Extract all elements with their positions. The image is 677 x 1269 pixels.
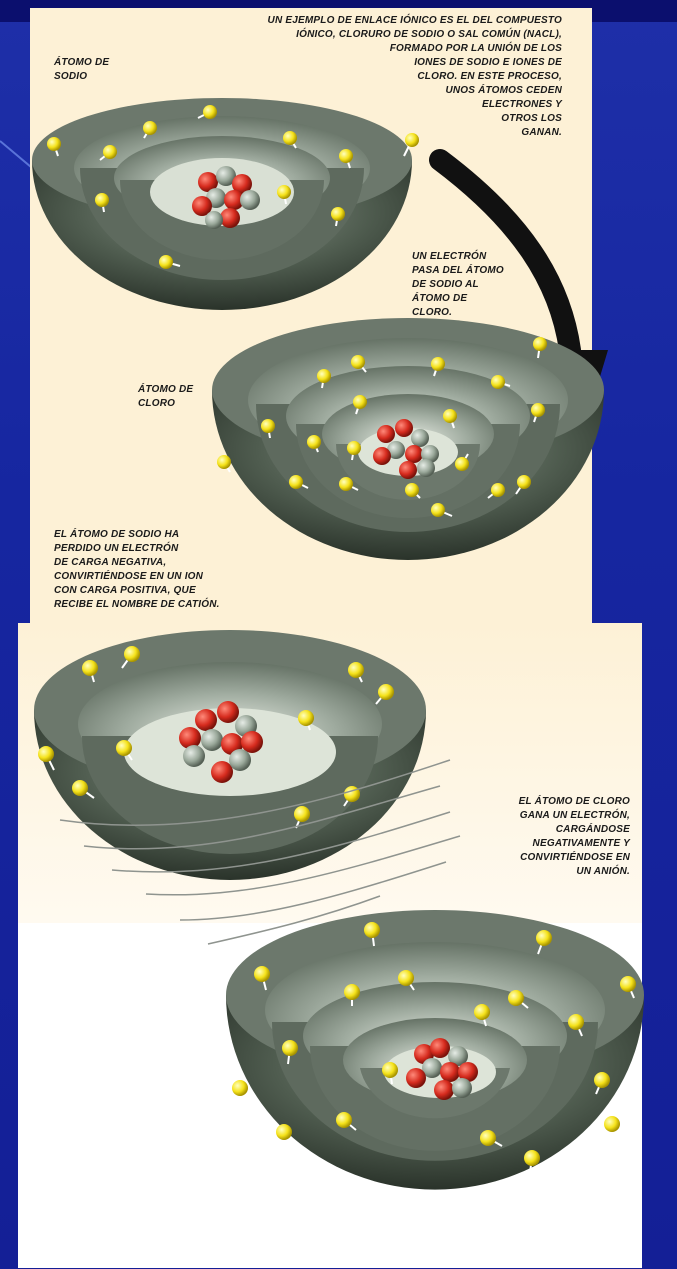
intro-line: unos átomos ceden (170, 84, 562, 98)
intro-line: iones de sodio e iones de (170, 56, 562, 70)
chlorine-anion (226, 910, 644, 1190)
cation-line: recibe el nombre de catión. (54, 598, 314, 612)
intro-line: formado por la unión de los (170, 42, 562, 56)
chlorine-label-line: Átomo de (138, 383, 238, 397)
cation-line: de carga negativa, (54, 556, 314, 570)
anion-line: convirtiéndose en (430, 851, 630, 865)
sodium-atom-label: Átomo de sodio (54, 56, 174, 84)
electron-transfer-caption: Un electrón pasa del átomo de sodio al á… (412, 250, 552, 320)
chlorine-label-line: cloro (138, 397, 238, 411)
intro-line: otros los (170, 112, 562, 126)
intro-caption: Un ejemplo de enlace iónico es el del co… (170, 14, 562, 140)
intro-line: iónico, cloruro de sodio o sal común (Na… (170, 28, 562, 42)
sodium-cation (34, 630, 426, 880)
transfer-line: Un electrón (412, 250, 552, 264)
anion-line: negativamente y (430, 837, 630, 851)
transfer-line: de sodio al (412, 278, 552, 292)
anion-line: un anión. (430, 865, 630, 879)
anion-caption: El átomo de cloro gana un electrón, carg… (430, 795, 630, 879)
anion-line: gana un electrón, (430, 809, 630, 823)
chlorine-atom-label: Átomo de cloro (138, 383, 238, 411)
transfer-line: pasa del átomo (412, 264, 552, 278)
cation-line: con carga positiva, que (54, 584, 314, 598)
intro-line: electrones y (170, 98, 562, 112)
anion-line: cargándose (430, 823, 630, 837)
anion-line: El átomo de cloro (430, 795, 630, 809)
cation-line: convirtiéndose en un ion (54, 570, 314, 584)
intro-line: Un ejemplo de enlace iónico es el del co… (170, 14, 562, 28)
transfer-line: cloro. (412, 306, 552, 320)
sodium-label-line: Átomo de (54, 56, 174, 70)
cation-line: perdido un electrón (54, 542, 314, 556)
cation-caption: El átomo de sodio ha perdido un electrón… (54, 528, 314, 612)
chlorine-atom (212, 318, 604, 560)
sodium-label-line: sodio (54, 70, 174, 84)
intro-line: ganan. (170, 126, 562, 140)
cation-line: El átomo de sodio ha (54, 528, 314, 542)
intro-line: cloro. En este proceso, (170, 70, 562, 84)
transfer-line: átomo de (412, 292, 552, 306)
